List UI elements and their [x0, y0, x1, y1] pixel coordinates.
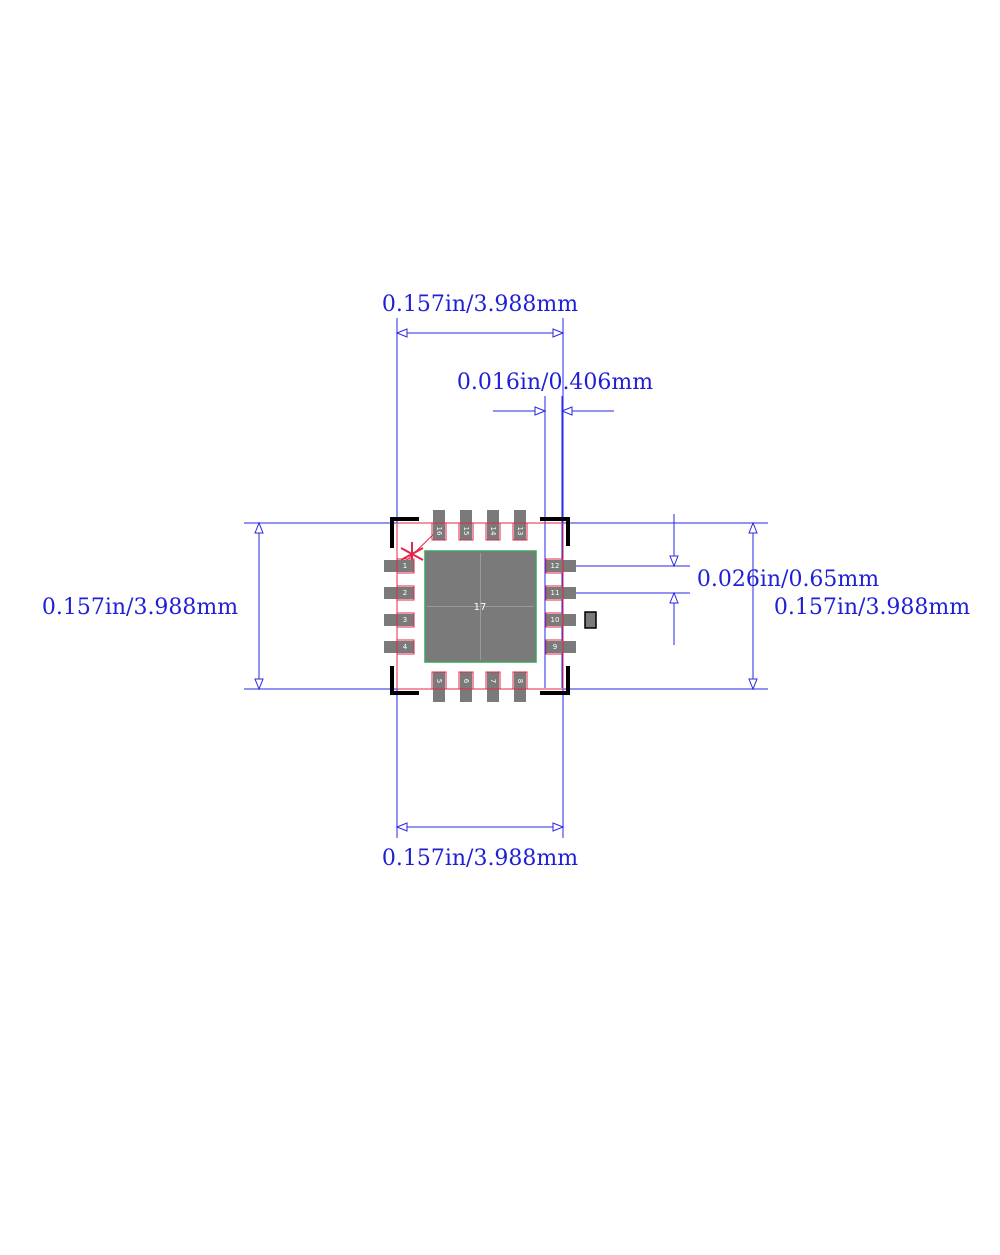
- pin-width-label: 0.016in/0.406mm: [457, 370, 653, 395]
- bottom-width-label: 0.157in/3.988mm: [382, 846, 578, 871]
- pad-number: 1: [403, 562, 407, 570]
- pad-outline-left-4: [396, 639, 415, 655]
- pitch-label: 0.026in/0.65mm: [697, 567, 879, 592]
- pad-right-10: [546, 614, 576, 626]
- arrow-icon: [534, 406, 547, 416]
- pad-left-4: [384, 641, 414, 653]
- pad-outline-right-11: [545, 585, 564, 601]
- corner-top-right: [540, 517, 570, 546]
- pad-outline-top-15: [458, 522, 474, 541]
- pad-outline-right-10: [545, 612, 564, 628]
- pad-outline-left-3: [396, 612, 415, 628]
- pad-outline-bottom-6: [458, 671, 474, 690]
- pad-number: 8: [516, 679, 524, 683]
- pad-outline-right-12: [545, 558, 564, 574]
- pad-number: 10: [551, 616, 560, 624]
- pad-top-16: [433, 510, 445, 540]
- arrow-icon: [395, 328, 408, 338]
- arrow-icon: [669, 555, 679, 568]
- pad-number: 11: [551, 589, 560, 597]
- pad-bottom-6: [460, 672, 472, 702]
- top-width-label: 0.157in/3.988mm: [382, 292, 578, 317]
- pad-number: 6: [462, 679, 470, 684]
- pad-left-3: [384, 614, 414, 626]
- pad-bottom-8: [514, 672, 526, 702]
- pad-outline-top-13: [512, 522, 528, 541]
- pad-top-14: [487, 510, 499, 540]
- pad-number: 2: [403, 589, 407, 597]
- marker-pad: [584, 611, 597, 629]
- pad-bottom-5: [433, 672, 445, 702]
- pad-top-15: [460, 510, 472, 540]
- pad-left-2: [384, 587, 414, 599]
- corner-bottom-left: [390, 666, 419, 695]
- pad-outline-left-1: [396, 558, 415, 574]
- arrow-icon: [748, 521, 758, 534]
- corner-bottom-right: [540, 666, 570, 695]
- pad-outline-left-2: [396, 585, 415, 601]
- pad-outline-bottom-7: [485, 671, 501, 690]
- left-height-label: 0.157in/3.988mm: [42, 595, 238, 620]
- pad-right-9: [546, 641, 576, 653]
- pad-right-11: [546, 587, 576, 599]
- corner-top-left: [390, 517, 419, 548]
- pad-number: 14: [489, 527, 497, 536]
- exposed-pad-number: 17: [474, 602, 487, 613]
- pad-number: 9: [553, 643, 557, 651]
- right-height-label: 0.157in/3.988mm: [774, 595, 970, 620]
- arrow-icon: [254, 678, 264, 691]
- arrow-icon: [254, 521, 264, 534]
- pad-right-12: [546, 560, 576, 572]
- arrow-icon: [560, 406, 573, 416]
- arrow-icon: [552, 328, 565, 338]
- pad-number: 16: [435, 527, 443, 536]
- pad-number: 13: [516, 527, 524, 536]
- pad-outline-bottom-5: [431, 671, 447, 690]
- pad-bottom-7: [487, 672, 499, 702]
- arrow-icon: [669, 591, 679, 604]
- pad-outline-right-9: [545, 639, 564, 655]
- arrow-icon: [395, 822, 408, 832]
- pad-number: 3: [403, 616, 407, 624]
- pad-number: 15: [462, 527, 470, 536]
- pad-number: 5: [435, 679, 443, 683]
- pad-number: 7: [489, 679, 497, 683]
- package-body-outline: [396, 522, 564, 690]
- arrow-icon: [552, 822, 565, 832]
- pad-top-13: [514, 510, 526, 540]
- silkscreen-corners: [390, 517, 570, 695]
- pad-number: 4: [403, 643, 408, 651]
- pad-outline-bottom-8: [512, 671, 528, 690]
- pad-left-1: [384, 560, 414, 572]
- arrow-icon: [748, 678, 758, 691]
- pad-outline-top-16: [431, 522, 447, 541]
- pad-number: 12: [551, 562, 560, 570]
- pad-outline-top-14: [485, 522, 501, 541]
